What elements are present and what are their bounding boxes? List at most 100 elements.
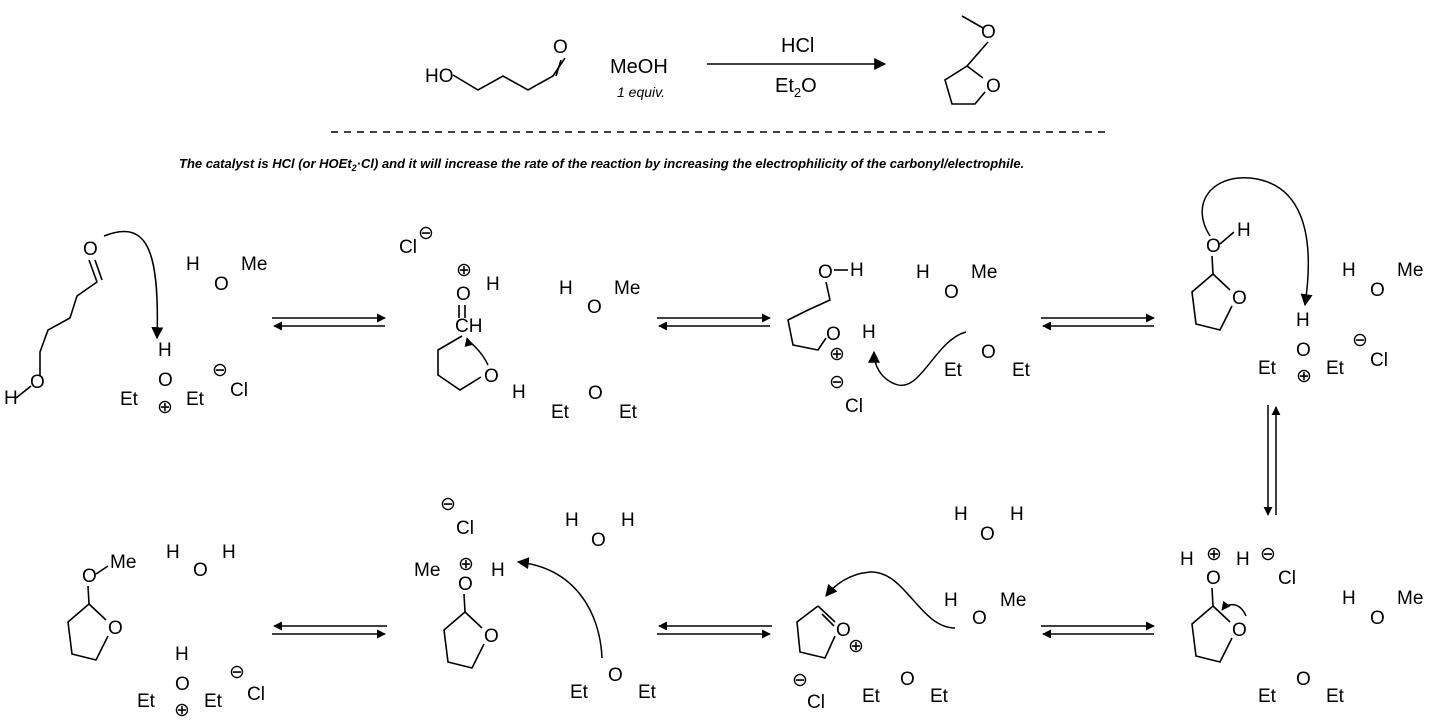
step2-structure: Cl ⊖ ⊕ O H CH O H H O Me Et O Et — [399, 223, 640, 423]
step7-arrow — [516, 557, 603, 659]
step7-o: O — [458, 574, 473, 595]
step1-acid-o: O — [158, 370, 173, 391]
product-ring — [944, 41, 989, 105]
step3-meoh-me: Me — [971, 262, 997, 283]
step4-meoh-me: Me — [1397, 260, 1423, 281]
step8-water-h-right: H — [222, 542, 236, 563]
step6-meoh-me: Me — [1000, 590, 1026, 611]
step6-ether-et-right: Et — [930, 686, 949, 707]
step8-ring — [67, 585, 109, 661]
step4-meoh-h: H — [1342, 260, 1356, 281]
step1-acid-et-right: Et — [186, 389, 205, 410]
step3-cl-minus: ⊖ — [829, 372, 845, 393]
step1-chain — [39, 259, 98, 375]
step4-acid-o: O — [1296, 340, 1311, 361]
step6-meoh-o: O — [972, 608, 987, 629]
step4-arrow — [1201, 177, 1313, 307]
reactant-carbonyl-o: O — [553, 37, 568, 58]
step3-ether-o: O — [981, 342, 996, 363]
step2-ether-o: O — [588, 383, 603, 404]
product-methyl — [961, 15, 984, 29]
step4-acid-et-left: Et — [1258, 358, 1277, 379]
step5-cl-minus: ⊖ — [1260, 544, 1276, 565]
step1-acid-plus: ⊕ — [157, 397, 173, 418]
step1-oh-bond — [15, 385, 32, 399]
catalyst-label: HCl — [781, 35, 814, 57]
step7-plus: ⊕ — [458, 554, 474, 575]
step8-water-h-left: H — [166, 542, 180, 563]
step7-h: H — [491, 560, 505, 581]
step3-ether-et-left: Et — [944, 360, 963, 381]
reactant-ho: HO — [425, 66, 454, 87]
step2-hydroxyl-h: H — [512, 382, 526, 403]
step3-ether-et-right: Et — [1012, 360, 1031, 381]
step6-structure: H O H H O Me O ⊕ ⊖ Cl Et O Et — [792, 504, 1026, 713]
step8-ome-bond — [95, 565, 109, 575]
step6-ring — [796, 605, 836, 659]
step2-hydroxyl-o: O — [484, 366, 499, 387]
step5-ether-et-right: Et — [1326, 686, 1345, 707]
step6-meoh-h: H — [944, 590, 958, 611]
step8-me: Me — [110, 552, 136, 573]
equiv-label: 1 equiv. — [617, 84, 665, 100]
step7-ring-bond — [464, 611, 483, 629]
step6-water-h-right: H — [1010, 504, 1024, 525]
step1-double — [94, 259, 103, 281]
step8-acid-et-left: Et — [137, 691, 156, 712]
step7-ether-et-left: Et — [570, 682, 589, 703]
step4-acid-h: H — [1296, 310, 1310, 331]
step3-cl: Cl — [845, 396, 863, 417]
step2-ether-et-left: Et — [551, 402, 570, 423]
step4-ring — [1191, 255, 1233, 331]
step2-ether-et-right: Et — [619, 402, 638, 423]
step5-ring-o: O — [1232, 620, 1247, 641]
step8-acid-et-right: Et — [204, 691, 223, 712]
step8-cl-minus: ⊖ — [229, 662, 245, 683]
step5-ether-et-left: Et — [1258, 686, 1277, 707]
product-ring-bond — [966, 65, 984, 79]
carbonyl-double — [555, 59, 562, 77]
step7-water-h-right: H — [621, 510, 635, 531]
step4-cl-minus: ⊖ — [1352, 330, 1368, 351]
step2-meoh-h: H — [559, 278, 573, 299]
step3-ring-o: O — [826, 324, 841, 345]
step3-hydroxyl-o: O — [818, 262, 833, 283]
step4-acid-plus: ⊕ — [1296, 366, 1312, 387]
step6-cl: Cl — [807, 692, 825, 713]
step7-ether-o: O — [608, 665, 623, 686]
step6-arrow — [825, 571, 956, 629]
step1-meoh-h: H — [186, 254, 200, 275]
step4-hydroxyl-h: H — [1237, 220, 1251, 241]
step6-ether-o: O — [900, 669, 915, 690]
step4-meoh-o: O — [1370, 280, 1385, 301]
product-ring-o: O — [986, 76, 1001, 97]
step1-arrow — [103, 230, 164, 340]
step7-water-h-left: H — [565, 510, 579, 531]
step3-plus: ⊕ — [829, 344, 845, 365]
product-ether-o: O — [981, 22, 996, 43]
step1-cl: Cl — [230, 380, 248, 401]
step6-ether-et-left: Et — [862, 686, 881, 707]
step5-cl: Cl — [1278, 568, 1296, 589]
step5-meoh-h: H — [1342, 588, 1356, 609]
step2-arrow — [464, 337, 489, 366]
step6-ring-o: O — [836, 620, 851, 641]
step1-structure: O O H H O Et Et ⊕ ⊖ Cl H O Me — [4, 230, 267, 418]
step2-chain — [437, 335, 482, 391]
step6-plus: ⊕ — [848, 636, 864, 657]
step1-acid-h: H — [158, 340, 172, 361]
step8-acid-h: H — [175, 644, 189, 665]
step7-water-o: O — [591, 530, 606, 551]
step5-h-left: H — [1180, 549, 1194, 570]
step5-ether-o: O — [1296, 669, 1311, 690]
step3-arrow — [868, 331, 967, 387]
step4-cl: Cl — [1370, 350, 1388, 371]
step5-plus: ⊕ — [1206, 544, 1222, 565]
solvent-label: Et2O — [775, 75, 817, 100]
step1-carbonyl-o: O — [83, 239, 98, 260]
step7-me: Me — [414, 560, 440, 581]
step7-cl: Cl — [456, 518, 474, 539]
step3-meoh-h: H — [916, 262, 930, 283]
step8-ether-o: O — [82, 566, 97, 587]
